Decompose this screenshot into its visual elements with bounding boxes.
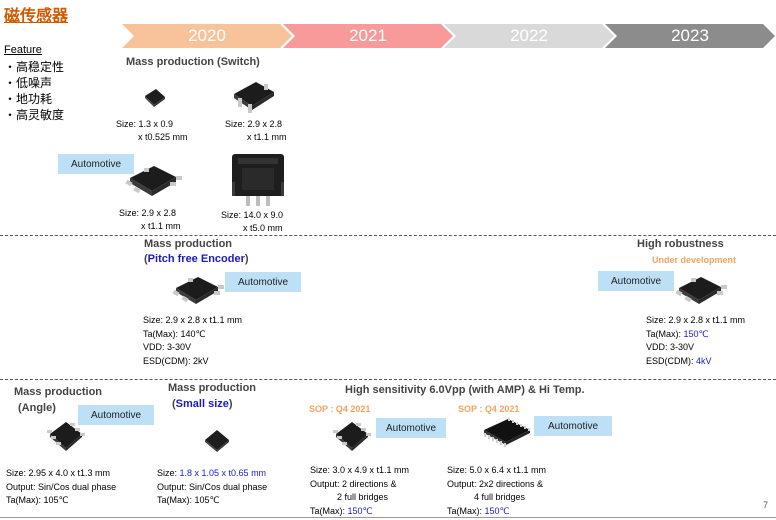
chip-image — [125, 166, 182, 196]
spec-text: Size: 14.0 x 9.0 x t5.0 mm — [221, 210, 284, 233]
chip-image — [47, 422, 85, 451]
small-subheading: (Small size) — [172, 398, 233, 410]
timeline-arrow-2023: 2023 — [605, 24, 775, 48]
footer-line — [0, 517, 776, 518]
section-divider — [0, 379, 776, 380]
encoder-subheading: (Pitch free Encoder) — [144, 253, 249, 265]
chip-image — [675, 277, 727, 304]
chip-image — [145, 89, 165, 107]
angle-subheading: (Angle) — [18, 402, 56, 414]
spec-text: Size: 2.9 x 2.8 x t1.1 mm — [225, 119, 287, 142]
chip-image — [333, 422, 371, 451]
feature-item: ・高灵敏度 — [4, 108, 65, 122]
sop-label: SOP : Q4 2021 — [309, 404, 371, 414]
automotive-label: Automotive — [225, 272, 301, 292]
chip-image — [172, 277, 224, 304]
spec-text: Size: 2.9 x 2.8 x t1.1 mm Ta(Max): 140℃ … — [143, 315, 243, 366]
automotive-label: Automotive — [534, 416, 612, 436]
spec-text: Size: 5.0 x 6.4 x t1.1 mm Output: 2x2 di… — [447, 465, 547, 516]
feature-list: ・高稳定性 ・低噪声 ・地功耗 ・高灵敏度 — [4, 59, 64, 123]
feature-item: ・地功耗 — [4, 92, 53, 106]
chip-image — [484, 418, 530, 447]
chip-image — [232, 154, 284, 206]
automotive-label: Automotive — [598, 271, 674, 291]
timeline-arrow-2021: 2021 — [283, 24, 453, 48]
sensitivity-heading: High sensitivity 6.0Vpp (with AMP) & Hi … — [345, 384, 585, 396]
small-heading: Mass production — [168, 382, 257, 394]
automotive-label: Automotive — [78, 405, 154, 425]
spec-text: Size: 2.9 x 2.8 x t1.1 mm — [119, 208, 181, 231]
chip-image — [205, 430, 229, 452]
chip-image — [234, 82, 274, 113]
spec-text: Size: 1.3 x 0.9 x t0.525 mm — [116, 119, 188, 142]
angle-heading: Mass production — [14, 386, 103, 398]
spec-text: Size: 1.8 x 1.05 x t0.65 mm Output: Sin/… — [157, 468, 268, 505]
encoder-heading: Mass production — [144, 238, 233, 250]
feature-item: ・高稳定性 — [4, 60, 65, 74]
sop-label: SOP : Q4 2021 — [458, 404, 520, 414]
page-number: 7 — [762, 500, 768, 510]
page-title: 磁传感器 — [4, 8, 69, 25]
robust-heading: High robustness — [637, 238, 724, 250]
switch-heading: Mass production (Switch) — [126, 56, 260, 68]
automotive-label: Automotive — [376, 418, 446, 438]
feature-item: ・低噪声 — [4, 76, 53, 90]
timeline-arrow-2022: 2022 — [444, 24, 614, 48]
feature-heading: Feature — [4, 44, 42, 56]
automotive-label: Automotive — [58, 154, 134, 174]
spec-text: Size: 2.9 x 2.8 x t1.1 mm Ta(Max): 150℃ … — [646, 315, 746, 366]
section-divider — [0, 235, 776, 236]
spec-text: Size: 3.0 x 4.9 x t1.1 mm Output: 2 dire… — [310, 465, 410, 516]
timeline-arrow-2020: 2020 — [122, 24, 292, 48]
spec-text: Size: 2.95 x 4.0 x t1.3 mm Output: Sin/C… — [6, 468, 117, 505]
status-badge: Under development — [652, 255, 737, 265]
